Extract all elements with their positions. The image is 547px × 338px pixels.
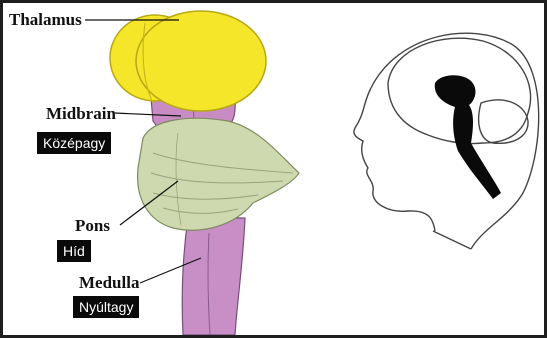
thalamus-label: Thalamus [9,11,82,28]
midbrain-hu-label: Középagy [37,132,111,154]
pons-shape [138,118,299,230]
midbrain-label: Midbrain [46,105,116,122]
brainstem-silhouette [435,75,501,199]
diagram-panel: Thalamus Midbrain Középagy Pons Híd Medu… [3,3,544,335]
thalamus-right-lobe [136,11,266,111]
medulla-shape [182,218,245,335]
medulla-label: Medulla [79,274,139,291]
pons-label: Pons [75,217,110,234]
pons-hu-label: Híd [57,240,91,262]
medulla-hu-label: Nyúltagy [73,296,139,318]
cerebellum-outline [479,100,528,143]
